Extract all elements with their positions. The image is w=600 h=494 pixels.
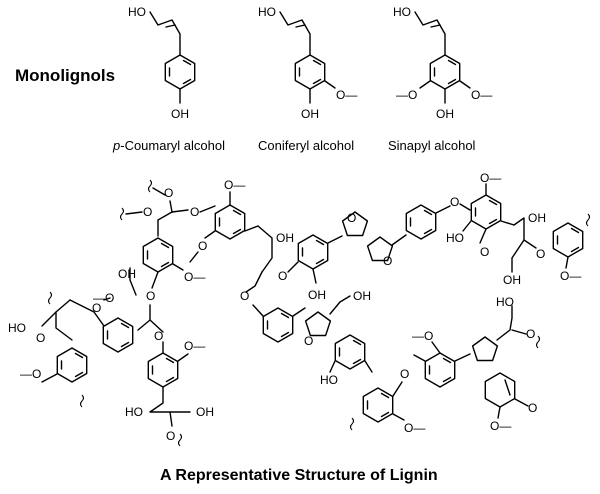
o-label: O <box>536 247 545 261</box>
hydroxyl-label: OH <box>276 231 294 245</box>
hydroxyl-label: OH <box>118 267 136 281</box>
coniferyl-alcohol-label: Coniferyl alcohol <box>258 138 354 153</box>
o-label: O <box>240 289 249 303</box>
methoxy-label: O— <box>471 88 492 102</box>
methoxy-label: O— <box>490 419 511 433</box>
hydroxyl-label: OH <box>308 288 326 302</box>
wavy-bond <box>119 207 125 221</box>
methoxy-label: O— <box>336 88 357 102</box>
hydroxyl-label: HO <box>446 231 464 245</box>
p-coumaryl-alcohol-structure: HO OH <box>128 5 196 121</box>
diagram-caption: A Representative Structure of Lignin <box>160 467 438 484</box>
hydroxyl-label: OH <box>503 273 521 287</box>
o-label: O <box>164 186 173 200</box>
o-label: O <box>92 301 101 315</box>
hydroxyl-label: OH <box>171 107 189 121</box>
hydroxyl-label: HO <box>8 321 26 335</box>
o-label: O <box>400 367 409 381</box>
o-label: O <box>146 289 155 303</box>
o-label: O <box>526 327 535 341</box>
o-label: O <box>166 429 175 443</box>
hydroxyl-label: HO <box>393 5 411 19</box>
methoxy-label: O— <box>404 421 425 435</box>
methoxy-label: O <box>198 239 207 253</box>
hydroxyl-label: HO <box>496 295 514 309</box>
wavy-bond <box>47 291 53 305</box>
o-label: O <box>154 329 163 343</box>
o-label: O <box>528 401 537 415</box>
methoxy-label: —O <box>93 291 114 305</box>
o-label: O <box>36 331 45 345</box>
p-coumaryl-alcohol-label: p-Coumaryl alcohol <box>112 138 225 153</box>
p-prefix: p <box>112 138 120 153</box>
lignin-structure: O O O O— O O— O OH O O OH <box>8 171 591 447</box>
methoxy-label: O— <box>184 270 205 284</box>
hydroxyl-label: OH <box>196 405 214 419</box>
o-label: O <box>480 245 489 259</box>
o-label: O <box>304 334 313 348</box>
methoxy-label: O— <box>224 178 245 192</box>
o-label: O <box>450 195 459 209</box>
wavy-bond <box>349 417 355 431</box>
hydroxyl-label: OH <box>436 107 454 121</box>
wavy-bond <box>177 433 183 447</box>
methoxy-label: —O <box>412 329 433 343</box>
methoxy-label: O— <box>184 339 205 353</box>
o-label: O <box>278 269 287 283</box>
hydroxyl-label: HO <box>128 5 146 19</box>
monolignols-heading: Monolignols <box>15 66 115 85</box>
methoxy-label: O— <box>480 171 501 185</box>
p-coumaryl-name: -Coumaryl alcohol <box>120 138 225 153</box>
hydroxyl-label: HO <box>125 405 143 419</box>
hydroxyl-label: OH <box>353 289 371 303</box>
hydroxyl-label: OH <box>528 211 546 225</box>
coniferyl-alcohol-structure: HO OH O— <box>258 5 357 121</box>
wavy-bond <box>147 179 153 193</box>
o-label: O <box>347 211 356 225</box>
wavy-bond <box>79 394 85 408</box>
sinapyl-alcohol-label: Sinapyl alcohol <box>388 138 476 153</box>
hydroxyl-label: HO <box>320 373 338 387</box>
hydroxyl-label: OH <box>301 107 319 121</box>
methoxy-label: O— <box>560 269 581 283</box>
o-label: O <box>383 254 392 268</box>
methoxy-label: —O <box>396 88 417 102</box>
sinapyl-alcohol-structure: HO OH O— —O <box>393 5 492 121</box>
o-label: O <box>143 205 152 219</box>
hydroxyl-label: HO <box>258 5 276 19</box>
methoxy-label: —O <box>20 367 41 381</box>
o-label: O <box>190 205 199 219</box>
wavy-bond <box>585 213 591 227</box>
wavy-bond <box>535 335 541 349</box>
